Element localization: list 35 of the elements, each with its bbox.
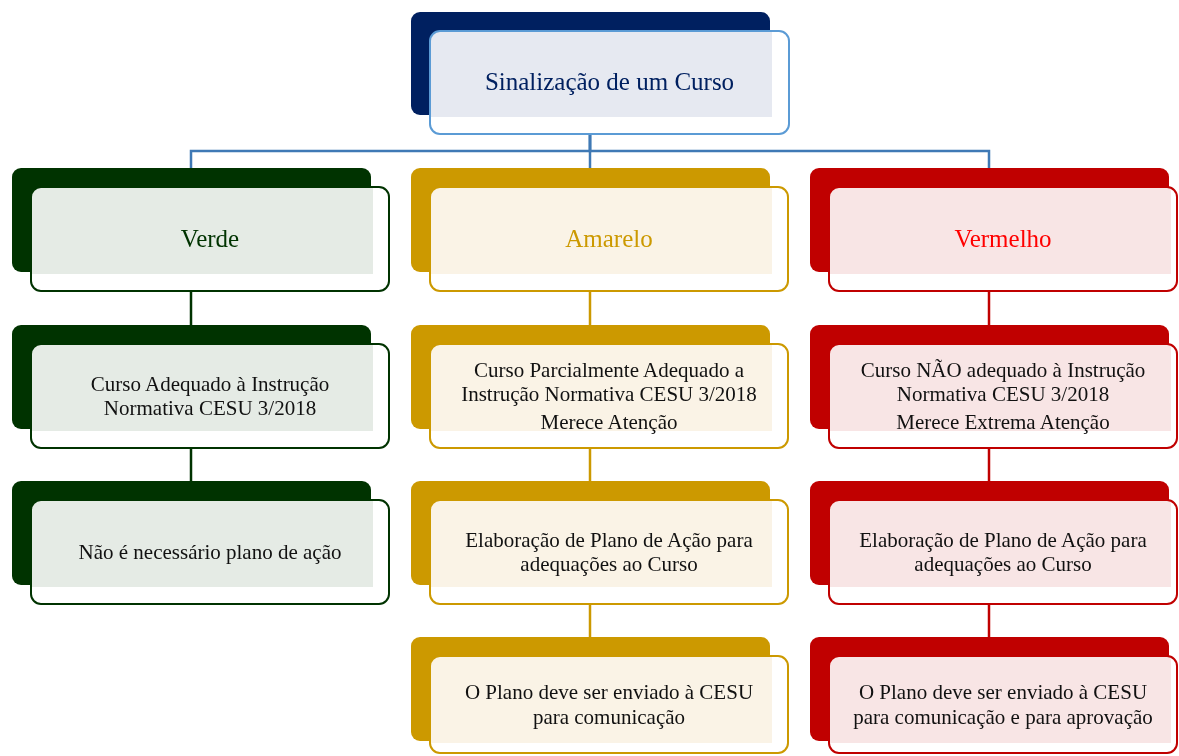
process-box bbox=[810, 637, 1178, 754]
process-box bbox=[411, 325, 789, 449]
box-text: Curso Adequado à Instrução Normativa CESU 3/2018 bbox=[89, 371, 331, 421]
box-text: Amarelo bbox=[565, 224, 653, 254]
connector-line bbox=[588, 449, 592, 481]
connector-line bbox=[987, 292, 991, 325]
process-box bbox=[411, 637, 789, 754]
box-text: Merece Extrema Atenção bbox=[896, 410, 1110, 435]
process-box bbox=[411, 481, 789, 605]
process-box bbox=[12, 325, 390, 449]
box-text: Sinalização de um Curso bbox=[484, 68, 735, 97]
process-box bbox=[12, 168, 390, 292]
box-text: Curso Parcialmente Adequado a Instrução Normativa CESU 3/2018 bbox=[460, 357, 758, 407]
connector-line bbox=[588, 605, 592, 637]
box-text: O Plano deve ser enviado à CESU para comunicação bbox=[463, 680, 755, 729]
connector-line bbox=[987, 605, 991, 637]
process-box bbox=[810, 325, 1178, 449]
connector-line bbox=[189, 449, 193, 481]
box-text: Curso NÃO adequado à Instrução Normativa CESU 3/2018 bbox=[859, 357, 1147, 407]
connector-line bbox=[588, 135, 991, 168]
process-box bbox=[810, 481, 1178, 605]
process-box bbox=[810, 168, 1178, 292]
process-box bbox=[411, 12, 790, 135]
process-box bbox=[12, 481, 390, 605]
connector-line bbox=[189, 292, 193, 325]
box-text: Não é necessário plano de ação bbox=[78, 539, 342, 565]
box-text: Elaboração de Plano de Ação para adequações ao Curso bbox=[858, 527, 1148, 577]
box-text: O Plano deve ser enviado à CESU para comunicação e para aprovação bbox=[852, 680, 1154, 729]
box-text: Elaboração de Plano de Ação para adequações ao Curso bbox=[464, 527, 754, 577]
connector-line bbox=[987, 449, 991, 481]
box-text: Vermelho bbox=[954, 224, 1052, 254]
box-text: Merece Atenção bbox=[540, 410, 678, 435]
connector-line bbox=[588, 292, 592, 325]
box-text: Verde bbox=[180, 224, 240, 254]
process-box bbox=[411, 168, 789, 292]
